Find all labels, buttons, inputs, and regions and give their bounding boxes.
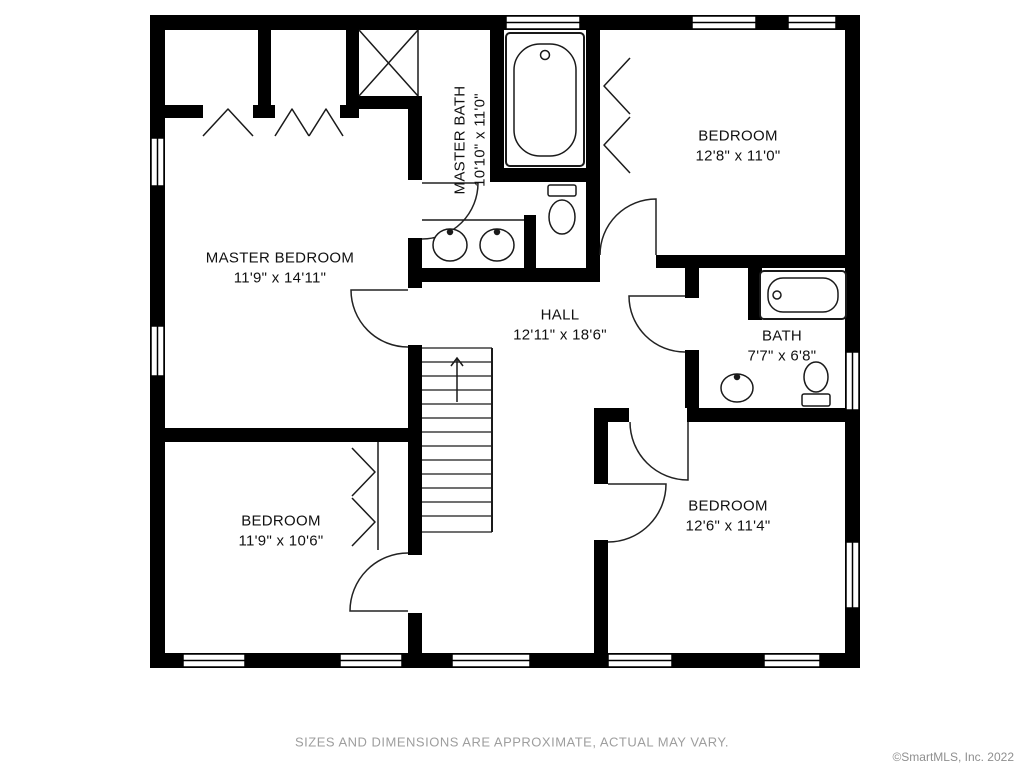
room-name: MASTER BEDROOM: [205, 249, 355, 267]
door-arc-master-bedroom: [350, 289, 409, 348]
vanity-double-sink: [422, 219, 524, 262]
room-label-bath: BATH 7'7" x 6'8": [748, 327, 817, 366]
window: [845, 351, 860, 411]
door-arc-bedroom-bottom-right-closet: [629, 421, 689, 481]
room-name: MASTER BATH: [451, 85, 469, 195]
toilet-bowl: [803, 361, 829, 393]
window: [150, 137, 165, 187]
window: [787, 15, 837, 30]
window: [763, 653, 821, 668]
tub-basin: [513, 43, 577, 157]
room-dimensions: 12'6" x 11'4": [685, 517, 771, 534]
windows: [150, 15, 860, 668]
disclaimer-text: SIZES AND DIMENSIONS ARE APPROXIMATE, AC…: [295, 734, 729, 750]
room-name: BEDROOM: [698, 127, 778, 145]
window: [607, 653, 673, 668]
sink-faucet-icon: [493, 228, 501, 236]
room-dimensions: 7'7" x 6'8": [747, 347, 817, 364]
window: [339, 653, 403, 668]
room-name: HALL: [540, 306, 580, 324]
bathtub-icon: [759, 270, 847, 320]
room-dimensions: 12'8" x 11'0": [695, 147, 781, 164]
shower-cross: [358, 29, 419, 97]
window: [845, 541, 860, 609]
room-name: BEDROOM: [241, 512, 321, 530]
closet-bifold-icon: [351, 447, 376, 547]
room-label-bedroom-top-right: BEDROOM 12'8" x 11'0": [695, 127, 780, 166]
toilet-tank: [801, 393, 831, 407]
shower-icon: [358, 29, 419, 97]
window: [182, 653, 246, 668]
window: [150, 325, 165, 377]
closet-bifold-icon: [202, 108, 344, 137]
closet-bifold-icon: [603, 57, 631, 174]
room-name: BATH: [761, 327, 803, 345]
door-arc-bedroom-top-right: [599, 198, 657, 256]
window: [691, 15, 757, 30]
room-dimensions: 11'9" x 10'6": [238, 532, 324, 549]
stairs: [422, 347, 493, 533]
window: [505, 15, 581, 30]
bath-fixtures: [720, 270, 847, 407]
toilet-icon: [801, 361, 831, 407]
toilet-bowl: [548, 199, 576, 235]
tub-faucet-icon: [539, 49, 551, 61]
tub-outline: [759, 270, 847, 320]
window: [451, 653, 531, 668]
toilet-tank: [547, 184, 577, 197]
closet-doors: [202, 57, 631, 550]
stairs-up-arrow-icon: [450, 356, 464, 402]
door-arc-bedroom-bottom-left: [349, 552, 409, 612]
copyright-text: ©SmartMLS, Inc. 2022: [892, 750, 1014, 764]
room-label-master-bath: MASTER BATH 10'10" x 11'0": [451, 86, 490, 195]
door-arc-bedroom-bottom-right: [607, 483, 667, 543]
sink-faucet-icon: [733, 373, 741, 381]
door-arc-bath: [628, 295, 686, 353]
tub-outline: [505, 32, 585, 167]
room-label-master-bedroom: MASTER BEDROOM 11'9" x 14'11": [206, 249, 354, 288]
master-bath-fixtures: [358, 29, 585, 262]
pedestal-sink-icon: [720, 373, 754, 403]
room-dimensions: 12'11" x 18'6": [513, 326, 607, 343]
sink-faucet-icon: [446, 228, 454, 236]
bathtub-icon: [505, 32, 585, 167]
room-dimensions: 11'9" x 14'11": [233, 269, 327, 286]
room-label-bedroom-bottom-left: BEDROOM 11'9" x 10'6": [238, 512, 323, 551]
tub-faucet-icon: [772, 290, 782, 300]
room-label-bedroom-bottom-right: BEDROOM 12'6" x 11'4": [685, 497, 770, 536]
room-label-hall: HALL 12'11" x 18'6": [513, 306, 607, 345]
room-name: BEDROOM: [688, 497, 768, 515]
room-dimensions: 10'10" x 11'0": [471, 93, 488, 187]
tub-basin: [767, 277, 839, 313]
door-swings: [349, 182, 689, 612]
toilet-icon: [547, 184, 577, 235]
